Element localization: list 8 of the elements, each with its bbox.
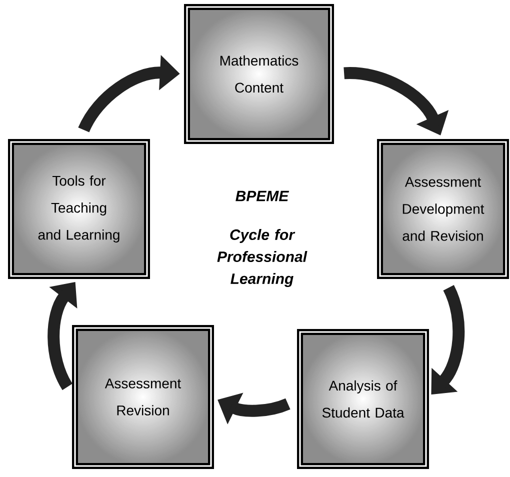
process-box: Mathematics Content [184,4,334,144]
process-box: Tools for Teaching and Learning [8,139,150,279]
process-box: Assessment Development and Revision [377,139,509,279]
process-box: Analysis of Student Data [297,329,429,469]
process-box: Assessment Revision [72,325,214,469]
center-title: BPEME [236,190,290,202]
curved-arrow [431,285,465,394]
center-title: Cycle for Professional Learning [217,229,308,287]
